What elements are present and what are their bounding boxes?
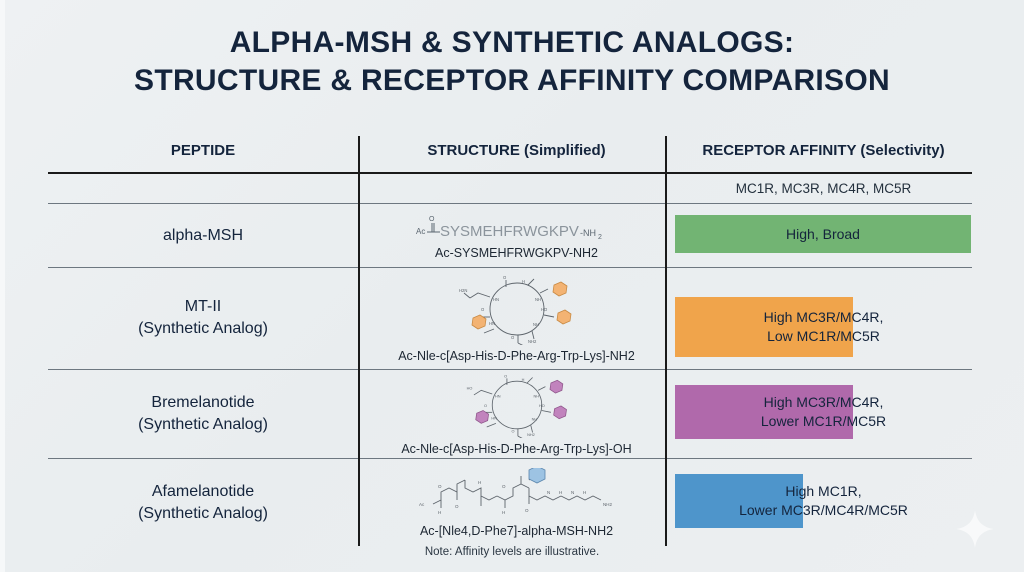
svg-text:NH: NH: [533, 395, 539, 399]
svg-text:NH: NH: [535, 297, 541, 302]
rule-row-1-bottom: [48, 267, 972, 268]
divider-structure-affinity: [665, 136, 667, 546]
svg-text:NH2: NH2: [527, 433, 535, 437]
rule-header-bottom: [48, 172, 972, 174]
structure-diagram-linear-chain: Ac O H O H O H O N H N H NH2: [419, 468, 612, 515]
svg-text:H: H: [438, 510, 441, 515]
table-row: MT-II (Synthetic Analog): [48, 269, 358, 367]
svg-text:Ac: Ac: [416, 227, 425, 236]
sequence-label: Ac-[Nle4,D-Phe7]-alpha-MSH-NH2: [419, 524, 614, 538]
svg-text:O: O: [481, 307, 485, 312]
peptide-subtitle: (Synthetic Analog): [138, 505, 268, 522]
svg-text:O: O: [511, 430, 514, 434]
svg-text:O: O: [525, 508, 529, 513]
peptide-subtitle: (Synthetic Analog): [138, 320, 268, 337]
title-line-1: ALPHA-MSH & SYNTHETIC ANALOGS:: [229, 26, 795, 59]
svg-text:NH2: NH2: [603, 502, 612, 507]
receptor-axis-label: MC1R, MC3R, MC4R, MC5R: [675, 174, 972, 202]
svg-text:N: N: [547, 490, 550, 495]
svg-text:H: H: [559, 490, 562, 495]
svg-text:H: H: [522, 279, 525, 284]
svg-text:N: N: [571, 490, 574, 495]
peptide-subtitle: (Synthetic Analog): [138, 416, 268, 433]
affinity-bar-label: High MC1R, Lower MC3R/MC4R/MC5R: [739, 483, 908, 518]
affinity-bar-label: High MC3R/MC4R, Lower MC1R/MC5R: [760, 394, 887, 429]
sequence-label: Ac-Nle-c[Asp-His-D-Phe-Arg-Trp-Lys]-NH2: [398, 349, 635, 363]
peptide-name: Afamelanotide: [151, 483, 255, 500]
svg-text:O: O: [455, 504, 459, 509]
structure-diagram-macrocycle-purple: HO O H HN NH O HO HN NH O NH2: [466, 375, 567, 438]
svg-text:H: H: [502, 510, 505, 515]
svg-text:HN: HN: [489, 321, 495, 326]
table-row: alpha-MSH: [48, 205, 358, 266]
affinity-bar-bremelanotide: High MC3R/MC4R, Lower MC1R/MC5R: [675, 385, 886, 439]
svg-text:HO: HO: [466, 386, 472, 390]
affinity-bar-label: High, Broad: [786, 225, 860, 242]
svg-text:NH: NH: [531, 418, 537, 422]
page-title: ALPHA-MSH & SYNTHETIC ANALOGS: STRUCTURE…: [0, 24, 1024, 100]
column-header-peptide: PEPTIDE: [170, 142, 236, 159]
sequence-label: Ac-Nle-c[Asp-His-D-Phe-Arg-Trp-Lys]-OH: [401, 442, 632, 456]
svg-text:HN: HN: [491, 417, 497, 421]
svg-text:HO: HO: [539, 404, 545, 408]
svg-text:HO: HO: [541, 307, 548, 312]
peptide-name: MT-II: [184, 298, 222, 315]
svg-text:H: H: [478, 480, 481, 485]
table-row: Afamelanotide (Synthetic Analog): [48, 460, 358, 546]
rule-row-3-bottom: [48, 458, 972, 459]
rule-row-2-bottom: [48, 369, 972, 370]
svg-text:SYSMEHFRWGKPV: SYSMEHFRWGKPV: [440, 223, 579, 240]
svg-text:-NH: -NH: [580, 228, 596, 238]
svg-text:H2N: H2N: [459, 288, 467, 293]
svg-text:NH2: NH2: [528, 339, 537, 344]
svg-text:O: O: [511, 335, 515, 340]
peptide-name: Bremelanotide: [151, 394, 255, 411]
comparison-table: PEPTIDE STRUCTURE (Simplified) RECEPTOR …: [48, 136, 972, 546]
svg-text:O: O: [429, 216, 435, 223]
svg-text:HN: HN: [493, 297, 499, 302]
svg-text:HN: HN: [495, 395, 501, 399]
svg-text:O: O: [503, 275, 507, 280]
affinity-bar-mt-ii: High MC3R/MC4R, Low MC1R/MC5R: [675, 297, 883, 357]
affinity-bar-afamelanotide: High MC1R, Lower MC3R/MC4R/MC5R: [675, 474, 908, 528]
svg-text:2: 2: [598, 234, 602, 241]
column-header-affinity: RECEPTOR AFFINITY (Selectivity): [702, 142, 945, 159]
svg-text:NH: NH: [533, 322, 539, 327]
structure-cell-afamelanotide: Ac O H O H O H O N H N H NH2 Ac-[Nle4,D-…: [368, 460, 665, 546]
structure-diagram-linear-text: Ac O SYSMEHFRWGKPV -NH 2: [416, 216, 602, 241]
peptide-name: alpha-MSH: [162, 226, 244, 244]
svg-text:O: O: [502, 484, 506, 489]
receptor-axis-text: MC1R, MC3R, MC4R, MC5R: [735, 180, 912, 196]
structure-diagram-macrocycle-orange: H2N O H HN NH O HO HN NH O NH2: [459, 275, 571, 345]
structure-cell-alpha-msh: Ac O SYSMEHFRWGKPV -NH 2 Ac-SYSMEHFRWGKP…: [368, 205, 665, 266]
column-header-structure: STRUCTURE (Simplified): [427, 142, 606, 159]
rule-axis-bottom: [48, 203, 972, 204]
svg-text:O: O: [504, 375, 507, 379]
svg-text:H: H: [583, 490, 586, 495]
affinity-bar-label: High MC3R/MC4R, Low MC1R/MC5R: [763, 309, 884, 344]
svg-text:Ac: Ac: [419, 502, 425, 507]
left-edge-strip: [0, 0, 5, 572]
table-header-row: PEPTIDE STRUCTURE (Simplified) RECEPTOR …: [48, 136, 972, 172]
table-row: Bremelanotide (Synthetic Analog): [48, 371, 358, 457]
title-line-2: STRUCTURE & RECEPTOR AFFINITY COMPARISON: [134, 64, 890, 97]
footnote: Note: Affinity levels are illustrative.: [424, 546, 600, 558]
sparkle-icon: [956, 510, 994, 548]
divider-peptide-structure: [358, 136, 360, 546]
svg-text:O: O: [438, 484, 442, 489]
structure-cell-bremelanotide: HO O H HN NH O HO HN NH O NH2 Ac-Nle-c[A…: [368, 371, 665, 457]
sequence-label: Ac-SYSMEHFRWGKPV-NH2: [435, 245, 598, 260]
svg-text:O: O: [484, 404, 487, 408]
affinity-bar-alpha-msh: High, Broad: [675, 215, 971, 253]
svg-text:H: H: [521, 378, 524, 382]
structure-cell-mt-ii: H2N O H HN NH O HO HN NH O NH2 Ac-Nle-c[…: [368, 269, 665, 367]
